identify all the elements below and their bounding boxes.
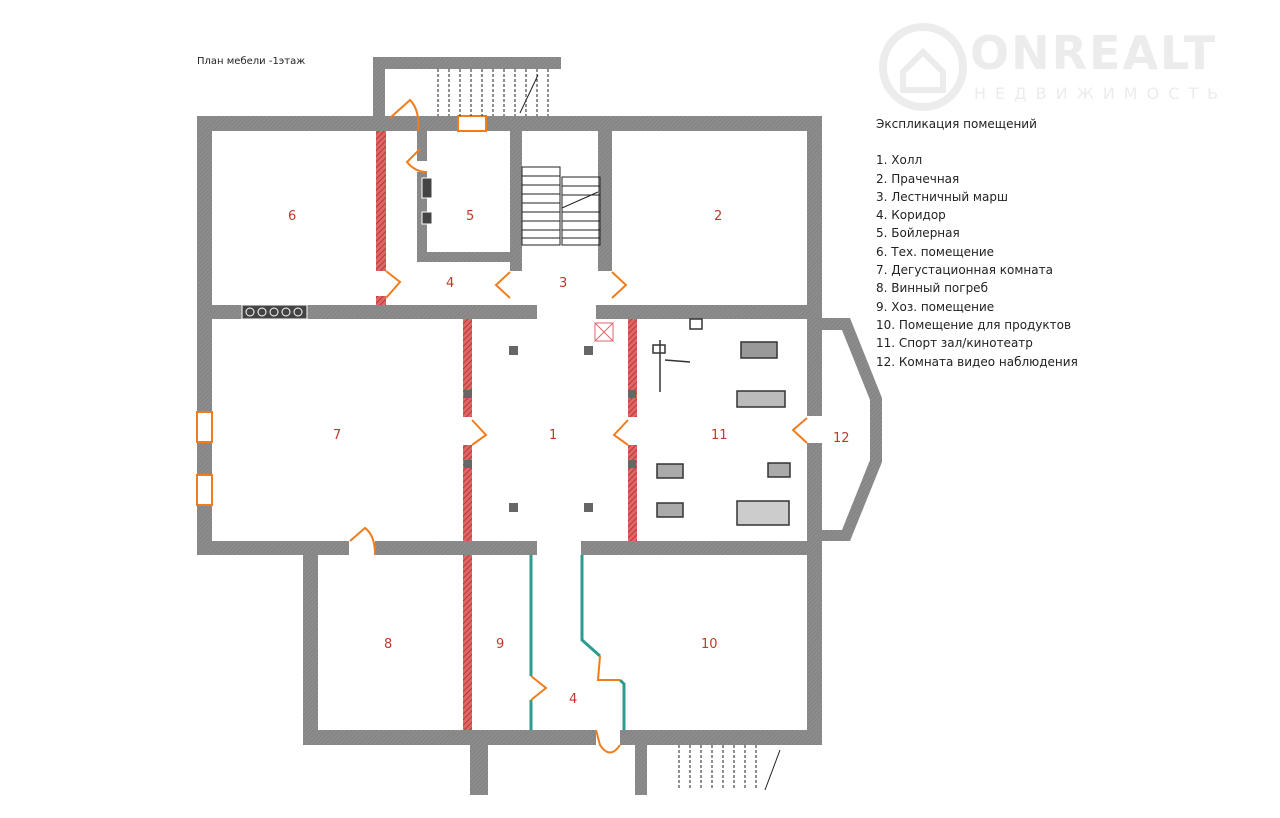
legend-item: 5. Бойлерная bbox=[876, 226, 960, 241]
boiler-units bbox=[241, 177, 433, 320]
room-labels: 6 5 2 4 3 7 1 11 12 8 9 10 4 bbox=[288, 209, 850, 707]
room-4b-label: 4 bbox=[569, 692, 577, 707]
room-2-label: 2 bbox=[714, 209, 722, 224]
legend-item: 10. Помещение для продуктов bbox=[876, 317, 1072, 332]
doors bbox=[349, 98, 808, 754]
logo-tagline: НЕДВИЖИМОСТЬ bbox=[974, 84, 1228, 103]
room-11-label: 11 bbox=[711, 428, 728, 443]
legend-item: 7. Дегустационная комната bbox=[876, 263, 1053, 278]
legend-item: 11. Спорт зал/кинотеатр bbox=[876, 336, 1033, 351]
room-5-label: 5 bbox=[466, 209, 474, 224]
room-3-label: 3 bbox=[559, 276, 567, 291]
room-6-label: 6 bbox=[288, 209, 296, 224]
legend-item: 12. Комната видео наблюдения bbox=[876, 354, 1078, 369]
house-pin-icon bbox=[879, 23, 967, 111]
room-1-label: 1 bbox=[549, 428, 557, 443]
room-9-label: 9 bbox=[496, 637, 504, 652]
legend-item: 2. Прачечная bbox=[876, 171, 960, 186]
legend-item: 8. Винный погреб bbox=[876, 281, 988, 296]
partitions bbox=[376, 131, 637, 730]
legend-item: 4. Коридор bbox=[876, 208, 946, 223]
room-7-label: 7 bbox=[333, 428, 341, 443]
walls bbox=[197, 57, 882, 795]
room-8-label: 8 bbox=[384, 637, 392, 652]
plan-title: План мебели -1этаж bbox=[197, 56, 306, 67]
legend-item: 9. Хоз. помещение bbox=[876, 299, 995, 314]
legend-item: 3. Лестничный марш bbox=[876, 189, 1008, 204]
floor-drain-icon bbox=[594, 322, 614, 342]
room-legend: Экспликация помещений 1. Холл 2. Прачечн… bbox=[876, 115, 1078, 371]
legend-item: 6. Тех. помещение bbox=[876, 244, 995, 259]
logo-name: ONREALT bbox=[970, 26, 1218, 80]
room-12-label: 12 bbox=[833, 431, 850, 446]
gym-equipment bbox=[652, 318, 791, 526]
legend-item: 1. Холл bbox=[876, 153, 923, 168]
stairs bbox=[437, 69, 781, 791]
columns bbox=[464, 346, 636, 512]
legend-heading: Экспликация помещений bbox=[876, 117, 1037, 131]
windows bbox=[196, 115, 487, 506]
glass-partitions bbox=[529, 555, 626, 730]
room-4-label: 4 bbox=[446, 276, 454, 291]
room-10-label: 10 bbox=[701, 637, 718, 652]
